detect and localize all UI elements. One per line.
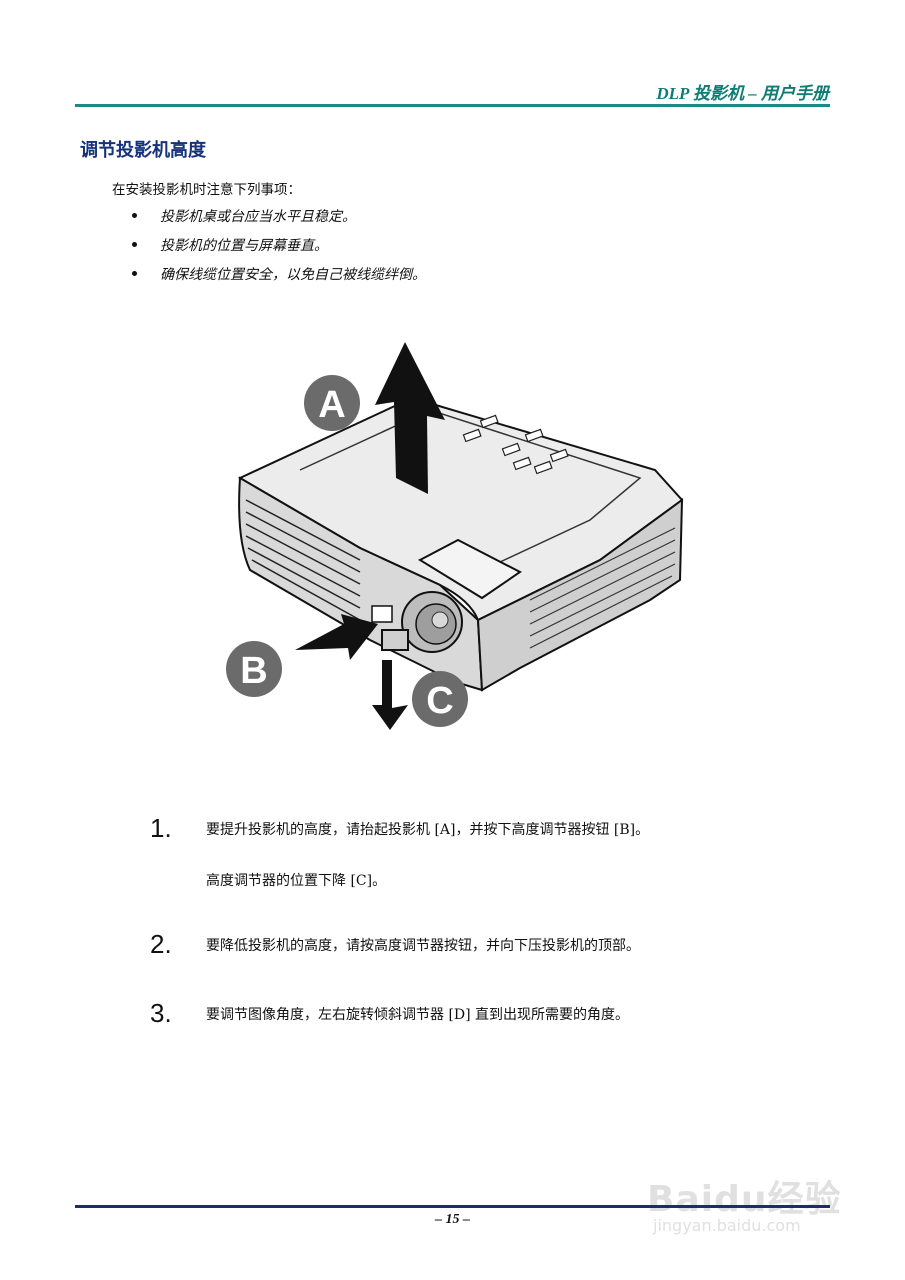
elevator-foot bbox=[381, 629, 409, 651]
arrow-right-icon bbox=[295, 614, 378, 660]
label-b-badge bbox=[226, 641, 282, 697]
precaution-list: 投影机桌或台应当水平且稳定。 投影机的位置与屏幕垂直。 确保线缆位置安全，以免自… bbox=[132, 206, 426, 293]
label-c: C bbox=[426, 680, 453, 722]
projector-side-face bbox=[476, 497, 684, 692]
list-item: 投影机的位置与屏幕垂直。 bbox=[132, 235, 426, 264]
step-subtext: 高度调节器的位置下降 [C]。 bbox=[206, 873, 387, 889]
arrow-up-icon bbox=[375, 342, 445, 494]
page-number: – 15 – bbox=[435, 1212, 470, 1227]
bullet-icon bbox=[132, 213, 137, 218]
step-text: 要降低投影机的高度，请按高度调节器按钮，并向下压投影机的顶部。 bbox=[206, 938, 640, 954]
arrow-down-icon bbox=[372, 660, 408, 730]
list-item: 投影机桌或台应当水平且稳定。 bbox=[132, 206, 426, 235]
label-a-badge bbox=[304, 375, 360, 431]
front-vents bbox=[245, 499, 361, 621]
watermark-logo: Baidu经验 bbox=[647, 1179, 842, 1220]
step-text: 要提升投影机的高度，请抬起投影机 [A]，并按下高度调节器按钮 [B]。 bbox=[206, 822, 650, 838]
label-a: A bbox=[318, 384, 345, 426]
step-number: 2. bbox=[150, 929, 172, 959]
watermark-url: jingyan.baidu.com bbox=[653, 1216, 801, 1235]
baidu-watermark: Baidu经验 jingyan.baidu.com bbox=[647, 1148, 847, 1248]
step-number: 1. bbox=[150, 813, 172, 843]
bullet-icon bbox=[132, 271, 137, 276]
list-item: 确保线缆位置安全，以免自己被线缆绊倒。 bbox=[132, 264, 426, 293]
label-b: B bbox=[240, 650, 267, 692]
control-buttons bbox=[462, 414, 569, 475]
step-number: 3. bbox=[150, 998, 172, 1028]
bullet-icon bbox=[132, 242, 137, 247]
projector-illustration: A B C bbox=[226, 342, 684, 730]
header-title: DLP 投影机 – 用户手册 bbox=[656, 84, 829, 103]
header-rule bbox=[75, 104, 830, 107]
side-vents bbox=[529, 527, 676, 649]
intro-text: 在安装投影机时注意下列事项： bbox=[112, 182, 301, 198]
label-c-badge bbox=[412, 671, 468, 727]
step-text: 要调节图像角度，左右旋转倾斜调节器 [D] 直到出现所需要的角度。 bbox=[206, 1007, 630, 1023]
section-title: 调节投影机高度 bbox=[80, 140, 206, 161]
zoom-window bbox=[417, 538, 522, 600]
footer-rule bbox=[75, 1205, 830, 1208]
